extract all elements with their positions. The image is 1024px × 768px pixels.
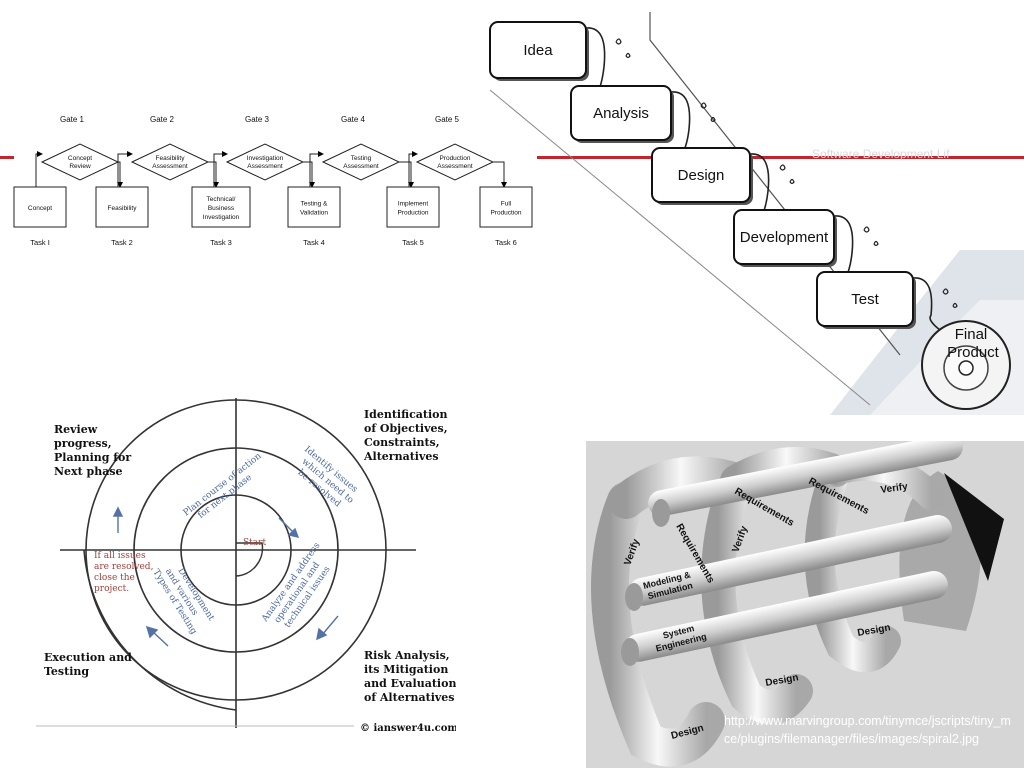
flow-connector bbox=[912, 277, 941, 331]
stage-label: Concept bbox=[28, 205, 52, 212]
final-product-line-2: Product bbox=[947, 344, 1000, 361]
middle-circle bbox=[133, 447, 339, 653]
cone-tip bbox=[944, 473, 1004, 581]
waterfall-step-label: Idea bbox=[523, 42, 553, 59]
rod-middle bbox=[628, 514, 953, 606]
image-url: http://www.marvingroup.com/tinymce/jscri… bbox=[724, 714, 1011, 746]
gate-label: Gate 1 bbox=[60, 115, 85, 124]
waterfall-step-label: Analysis bbox=[593, 105, 649, 122]
outer-circle bbox=[85, 399, 387, 701]
rod-end-top bbox=[652, 499, 670, 527]
final-product-disc: Final Product bbox=[921, 320, 1011, 410]
waterfall-step: Design bbox=[651, 147, 795, 238]
outer-spiral-arc bbox=[83, 549, 237, 711]
plan-arc-label: Plan course of actionfor next phase bbox=[182, 451, 271, 527]
droplet-icon bbox=[863, 226, 870, 233]
task-label: Task 4 bbox=[303, 238, 325, 247]
coil-loop-2 bbox=[701, 464, 813, 725]
gate-label: Gate 2 bbox=[150, 115, 175, 124]
arrow-lower-left-icon bbox=[151, 630, 169, 647]
task-label: Task 6 bbox=[495, 238, 517, 247]
waterfall-step: Test bbox=[816, 271, 958, 331]
gate-label: Gate 5 bbox=[435, 115, 460, 124]
waterfall-step-label: Test bbox=[851, 291, 879, 308]
droplet-icon bbox=[625, 52, 631, 59]
start-label: Start bbox=[243, 538, 266, 548]
waterfall-step-label: Design bbox=[678, 167, 725, 184]
arrow-lower-right-icon bbox=[321, 615, 339, 636]
gate-label: Gate 3 bbox=[245, 115, 270, 124]
band-lower-edge bbox=[489, 89, 871, 406]
analyze-arc-label: Analyze and addressoperational andtechni… bbox=[260, 541, 341, 638]
droplet-icon bbox=[942, 288, 949, 295]
waterfall-step: Idea bbox=[489, 21, 631, 114]
droplet-icon bbox=[615, 38, 622, 45]
faint-title: Software Development Lif bbox=[812, 147, 950, 161]
rod-bottom bbox=[624, 570, 949, 662]
droplet-icon bbox=[710, 116, 716, 123]
stage-box: Feasibility bbox=[95, 186, 149, 228]
copyright: © ianswer4u.com bbox=[360, 723, 456, 734]
coil-loop-1 bbox=[591, 482, 725, 767]
red-rule-left bbox=[0, 156, 14, 159]
rod-end-bottom bbox=[621, 638, 639, 666]
coil-loop-3 bbox=[804, 456, 901, 673]
rod-top bbox=[648, 441, 963, 517]
helix-verify-3: Verify bbox=[880, 481, 909, 496]
inner-circle bbox=[180, 494, 292, 606]
droplet-icon bbox=[952, 302, 958, 309]
task-label: Task I bbox=[30, 238, 50, 247]
task-label: Task 2 bbox=[111, 238, 133, 247]
droplet-icon bbox=[789, 178, 795, 185]
droplet-icon bbox=[873, 240, 879, 247]
stage-box: Concept bbox=[13, 186, 67, 228]
helix-diagram: Verify Requirements Verify Requirements … bbox=[586, 441, 1024, 768]
gate-label: Gate 4 bbox=[341, 115, 366, 124]
final-product-line-1: Final bbox=[955, 326, 988, 343]
waterfall-step: Development bbox=[733, 209, 879, 300]
waterfall-step-label: Development bbox=[740, 229, 829, 246]
stage-box: Testing &Validation bbox=[287, 186, 341, 228]
rod-end-middle bbox=[625, 583, 643, 611]
waterfall-step: Analysis bbox=[570, 85, 716, 176]
task-label: Task 5 bbox=[402, 238, 424, 247]
stage-gate-connectors bbox=[35, 151, 507, 188]
stage-label: Feasibility bbox=[108, 205, 138, 212]
task-label: Task 3 bbox=[210, 238, 232, 247]
droplet-icon bbox=[779, 164, 786, 171]
arrow-inner-icon bbox=[278, 517, 295, 534]
start-arc bbox=[235, 542, 264, 577]
stage-label: Testing &Validation bbox=[300, 201, 328, 217]
droplet-icon bbox=[700, 102, 707, 109]
red-rule-right bbox=[537, 156, 1024, 159]
